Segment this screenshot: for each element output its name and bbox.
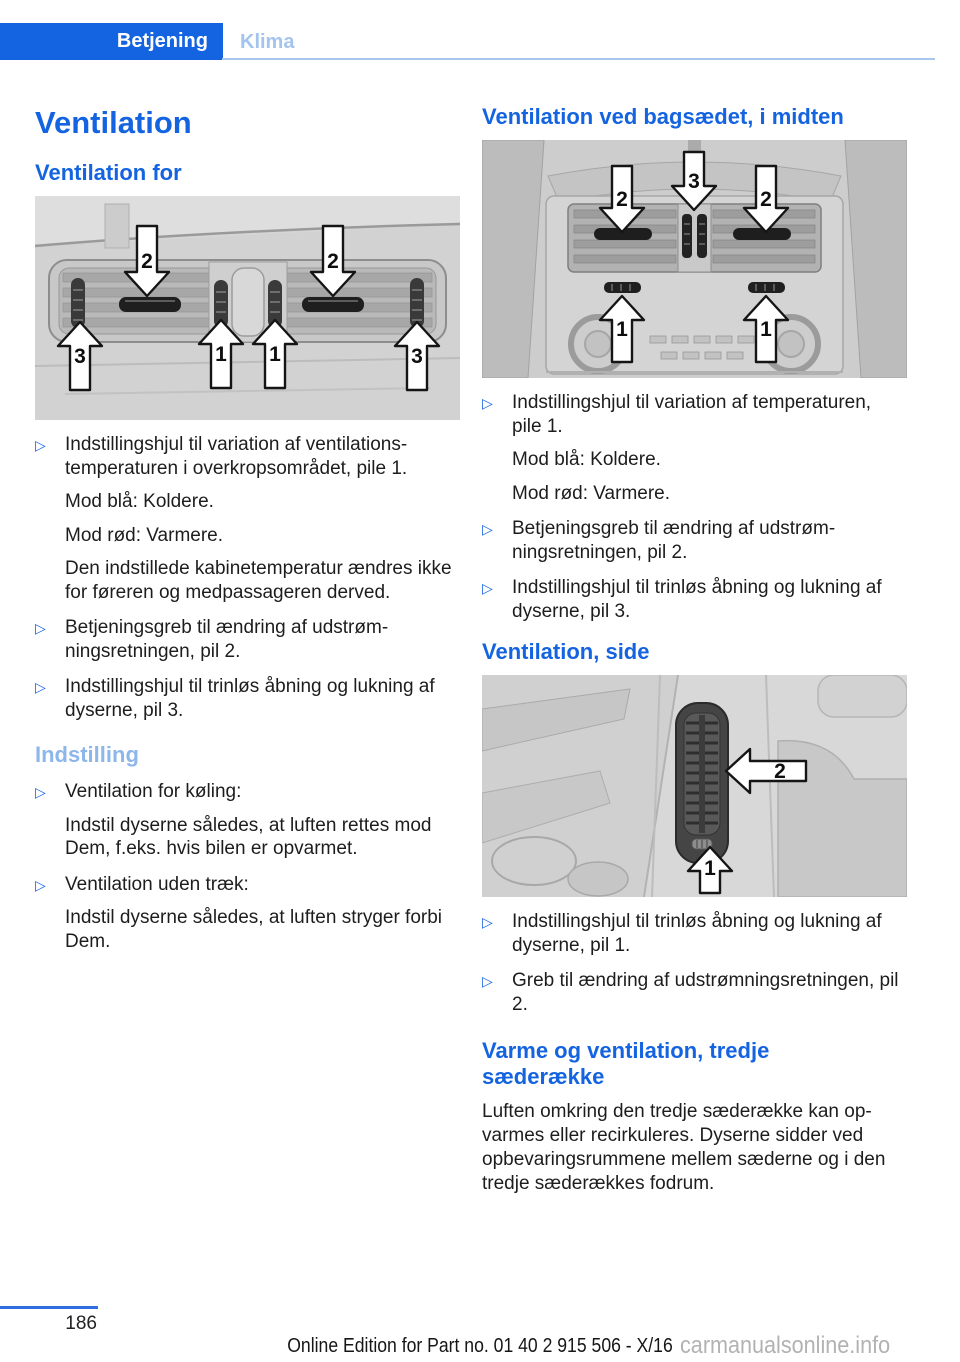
list-item: ▷ Betjeningsgreb til ændring af udstrøm-…: [35, 616, 453, 663]
callout-arrow-down-2-left: 2: [598, 164, 646, 234]
callout-arrow-up-1-right: 1: [251, 318, 299, 390]
bullet-text: Indstillingshjul til variation af temper…: [512, 392, 872, 437]
section-heading-third-row: Varme og ventilation, tredje sæderække: [482, 1038, 770, 1089]
figure-side-vent: 2 1: [482, 675, 907, 897]
svg-text:3: 3: [74, 345, 86, 368]
svg-text:1: 1: [215, 343, 227, 366]
list-item: ▷ Ventilation for køling: Indstil dysern…: [35, 780, 453, 861]
header-divider: [222, 58, 935, 60]
triangle-bullet-icon: ▷: [482, 396, 493, 412]
callout-arrow-down-2-right: 2: [742, 164, 790, 234]
bullet-subtext: Mod rød: Varmere.: [512, 482, 671, 504]
list-item: ▷ Indstillingshjul til trinløs åbning og…: [35, 675, 453, 722]
svg-text:1: 1: [616, 318, 628, 341]
bullet-text: Greb til ændring af udstrømningsretninge…: [512, 970, 899, 1015]
thumbwheel-icons: [604, 214, 785, 293]
svg-text:1: 1: [760, 318, 772, 341]
callout-arrow-up-1-left: 1: [197, 318, 245, 390]
svg-text:2: 2: [760, 188, 772, 211]
triangle-bullet-icon: ▷: [482, 974, 493, 990]
svg-text:1: 1: [269, 343, 281, 366]
svg-text:3: 3: [411, 345, 423, 368]
figure-rear-center-vents: 2 3 2 1 1: [482, 140, 907, 378]
side-vent-illustration: 2 1: [482, 675, 907, 897]
figure-front-dashboard-vents: 2 2 1 1 3 3: [35, 196, 460, 420]
side-vent-bullet-list: ▷ Indstillingshjul til trinløs åbning og…: [482, 910, 900, 1016]
bullet-subtext: Den indstillede kabinetemperatur ændres …: [65, 558, 452, 603]
bullet-text: Ventilation uden træk:: [65, 873, 249, 895]
bullet-subtext: Indstil dyserne således, at luften stryg…: [65, 907, 443, 952]
callout-arrow-up-3-left: 3: [56, 320, 104, 392]
svg-text:1: 1: [704, 857, 716, 880]
list-item: ▷ Betjeningsgreb til ændring af udstrøm-…: [482, 517, 900, 564]
callout-arrow-up-1-right: 1: [742, 294, 790, 364]
callout-arrow-down-2-right: 2: [309, 224, 357, 298]
callout-arrow-up-1: 1: [686, 845, 734, 895]
list-item: ▷ Indstillingshjul til variation af vent…: [35, 433, 453, 604]
callout-arrow-left-2: 2: [724, 747, 808, 795]
list-item: ▷ Indstillingshjul til variation af temp…: [482, 391, 900, 505]
page-title: Ventilation: [35, 105, 192, 140]
tab-betjening: Betjening: [0, 23, 223, 60]
front-vents-illustration: 2 2 1 1 3 3: [35, 196, 460, 420]
callout-arrow-up-3-right: 3: [393, 320, 441, 392]
right-column: Ventilation ved bagsædet, i midten: [482, 104, 907, 1196]
front-vents-bullet-list: ▷ Indstillingshjul til variation af vent…: [35, 433, 453, 722]
svg-text:2: 2: [774, 760, 786, 783]
triangle-bullet-icon: ▷: [482, 915, 493, 931]
bullet-subtext: Mod rød: Varmere.: [65, 524, 224, 546]
third-row-paragraph: Luften omkring den tredje sæderække kan …: [482, 1101, 886, 1194]
svg-text:2: 2: [141, 250, 153, 273]
triangle-bullet-icon: ▷: [35, 785, 46, 801]
tab-klima: Klima: [240, 31, 295, 53]
callout-arrow-up-1-left: 1: [598, 294, 646, 364]
bullet-text: Ventilation for køling:: [65, 781, 242, 802]
triangle-bullet-icon: ▷: [35, 877, 46, 894]
callout-arrow-down-3-center: 3: [670, 150, 718, 212]
list-item: ▷ Indstillingshjul til trinløs åbning og…: [482, 910, 900, 957]
rear-center-illustration: 2 3 2 1 1: [482, 140, 907, 378]
bullet-text: Indstillingshjul til trinløs åbning og l…: [512, 577, 882, 622]
rear-center-bullet-list: ▷ Indstillingshjul til variation af temp…: [482, 391, 900, 623]
bullet-text: Indstillingshjul til trinløs åbning og l…: [65, 676, 435, 721]
svg-text:2: 2: [616, 188, 628, 211]
triangle-bullet-icon: ▷: [35, 680, 46, 696]
bullet-text: Indstillingshjul til variation af ventil…: [65, 434, 408, 479]
triangle-bullet-icon: ▷: [35, 621, 46, 637]
edition-note: Online Edition for Part no. 01 40 2 915 …: [287, 1335, 673, 1357]
watermark: carmanualsonline.info: [680, 1332, 891, 1359]
bullet-text: Indstillingshjul til trinløs åbning og l…: [512, 911, 882, 956]
triangle-bullet-icon: ▷: [482, 522, 493, 538]
section-heading-rear-center: Ventilation ved bagsædet, i midten: [482, 104, 844, 129]
bullet-subtext: Indstil dyserne således, at luften rette…: [65, 814, 432, 860]
callout-arrow-down-2-left: 2: [123, 224, 171, 298]
vent-handle-icons: [119, 297, 364, 312]
indstilling-bullet-list: ▷ Ventilation for køling: Indstil dysern…: [35, 780, 453, 953]
bullet-text: Betjeningsgreb til ændring af udstrøm-ni…: [512, 518, 836, 563]
triangle-bullet-icon: ▷: [35, 438, 46, 454]
vent-handle-icons: [594, 228, 791, 240]
section-heading-ventilation-for: Ventilation for: [35, 160, 182, 185]
svg-text:2: 2: [327, 250, 339, 273]
subsection-heading-indstilling: Indstilling: [35, 742, 139, 767]
triangle-bullet-icon: ▷: [482, 581, 493, 597]
section-heading-side-vent: Ventilation, side: [482, 639, 650, 664]
list-item: ▷ Ventilation uden træk: Indstil dyserne…: [35, 873, 453, 954]
list-item: ▷ Greb til ændring af udstrømningsretnin…: [482, 969, 900, 1016]
page-number: 186: [65, 1313, 97, 1334]
bullet-subtext: Mod blå: Koldere.: [512, 449, 661, 470]
list-item: ▷ Indstillingshjul til trinløs åbning og…: [482, 576, 900, 623]
thumbwheel-icons: [71, 278, 424, 328]
footer-divider: [0, 1306, 98, 1309]
left-column: Ventilation Ventilation for: [35, 105, 460, 965]
bullet-subtext: Mod blå: Koldere.: [65, 491, 214, 512]
svg-text:3: 3: [688, 170, 700, 193]
bullet-text: Betjeningsgreb til ændring af udstrøm-ni…: [65, 617, 389, 662]
side-vent-grille: [675, 702, 729, 864]
